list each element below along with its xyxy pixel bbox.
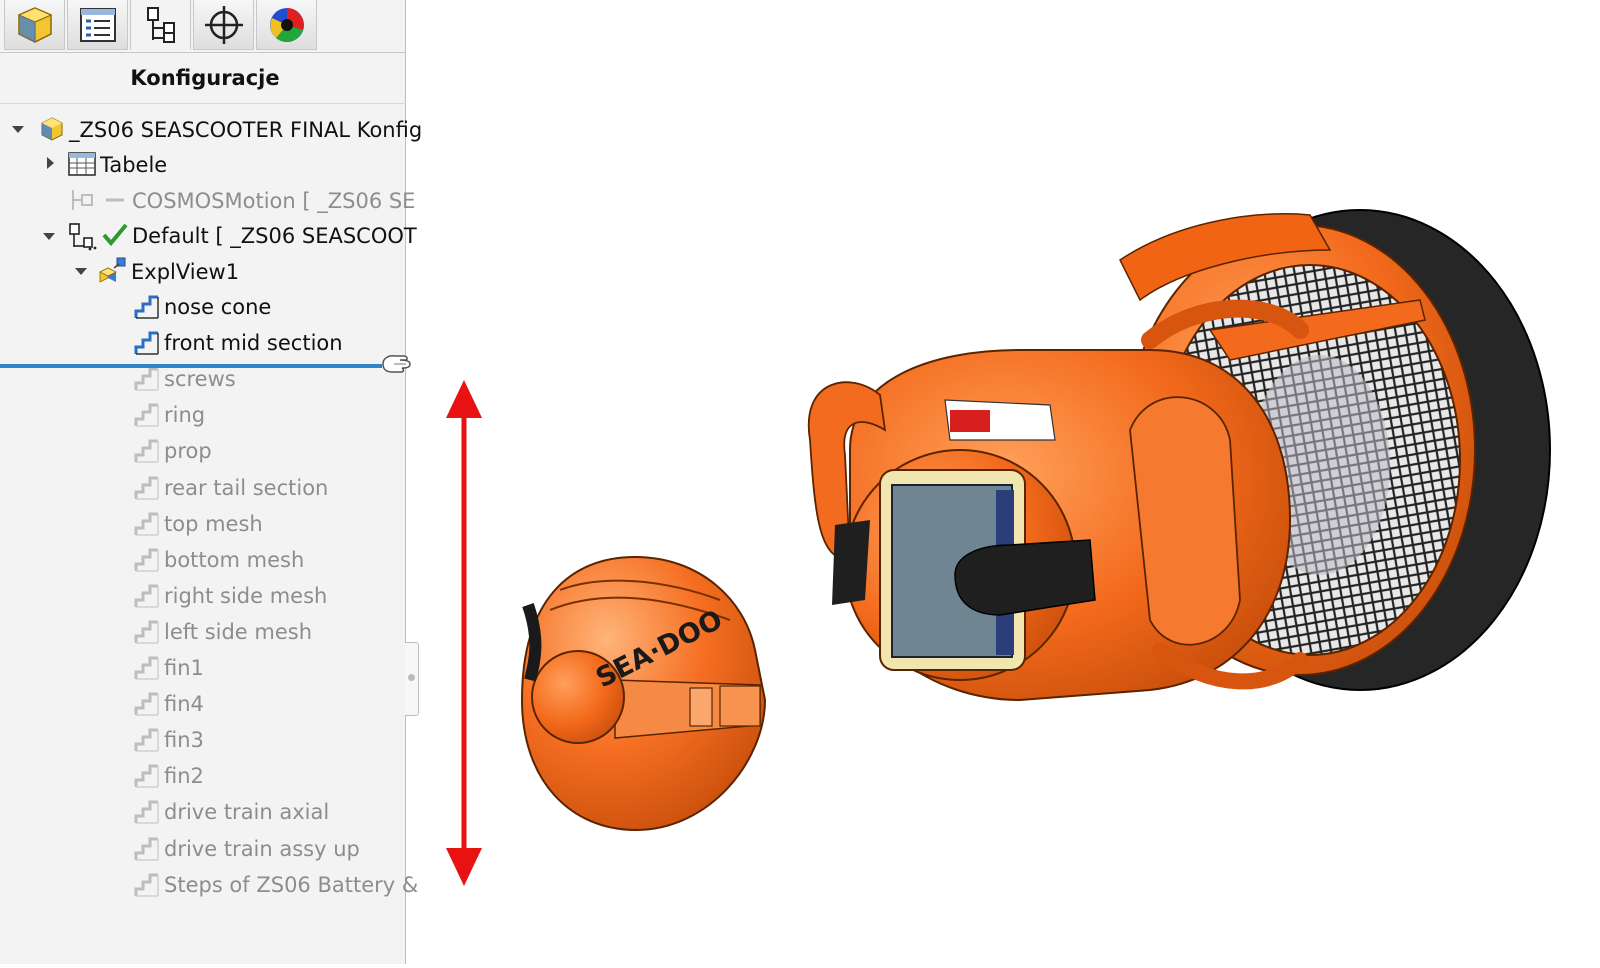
active-checkmark-icon (102, 223, 128, 247)
toolbar-divider (0, 52, 406, 53)
explode-step-item[interactable]: bottom mesh (164, 548, 305, 572)
explode-step-item[interactable]: rear tail section (164, 476, 329, 500)
motion-config-icon (72, 190, 124, 210)
nose-cone-part[interactable]: SEA·DOO (520, 555, 767, 832)
dimxpert-manager-tab[interactable] (193, 0, 254, 50)
explode-step-icon (134, 403, 159, 427)
explode-step-item[interactable]: fin1 (164, 656, 204, 680)
explode-step-icon (134, 837, 159, 861)
display-manager-tab[interactable] (256, 0, 317, 50)
front-mid-section-part[interactable] (807, 299, 1309, 702)
title-divider (0, 103, 406, 104)
feature-manager-tab[interactable] (4, 0, 65, 50)
crosshair-icon (204, 5, 243, 44)
tree-item-default-config[interactable]: Default [ _ZS06 SEASCOOT (132, 224, 417, 248)
explode-step-icon (134, 295, 159, 319)
explode-step-item[interactable]: left side mesh (164, 620, 313, 644)
tree-item-cosmosmotion[interactable]: COSMOSMotion [ _ZS06 SE (132, 189, 416, 213)
explode-step-item[interactable]: fin4 (164, 692, 204, 716)
collapse-arrow-default[interactable] (43, 233, 55, 240)
explode-step-item[interactable]: top mesh (164, 512, 263, 536)
property-list-icon (79, 7, 116, 42)
panel-title: Konfiguracje (130, 66, 280, 90)
explode-step-item[interactable]: fin3 (164, 728, 204, 752)
expand-arrow-tables[interactable] (47, 157, 54, 169)
splitter-grip-icon (408, 674, 415, 681)
table-icon (68, 152, 96, 176)
configuration-manager-panel: Konfiguracje _ZS06 SEASCOOTER FINAL Konf… (0, 0, 422, 964)
explode-step-icon (134, 692, 159, 716)
explode-step-icon (134, 873, 159, 897)
rollback-bar[interactable] (0, 364, 382, 368)
explode-step-item[interactable]: drive train assy up (164, 837, 360, 861)
model-view: SEA·DOO (446, 209, 1551, 886)
configuration-icon (69, 223, 97, 251)
rollback-hand-cursor-icon[interactable] (380, 351, 412, 377)
explode-step-item[interactable]: prop (164, 439, 212, 463)
configuration-tree-icon (146, 6, 175, 43)
explode-step-item[interactable]: drive train axial (164, 800, 330, 824)
collapse-arrow-explview[interactable] (75, 268, 87, 275)
explode-step-icon (134, 656, 159, 680)
tree-item-tables[interactable]: Tabele (100, 153, 168, 177)
explode-step-icon (134, 331, 159, 355)
panel-splitter-tab[interactable] (405, 642, 419, 716)
explode-step-item[interactable]: nose cone (164, 295, 272, 319)
configuration-manager-tab[interactable] (130, 0, 191, 50)
tree-root-item[interactable]: _ZS06 SEASCOOTER FINAL Konfig (69, 118, 423, 142)
explode-step-item[interactable]: right side mesh (164, 584, 328, 608)
explode-step-item[interactable]: front mid section (164, 331, 343, 355)
explode-step-icon (134, 439, 159, 463)
manager-toolbar (4, 0, 319, 52)
exploded-view-icon (99, 257, 126, 283)
collapse-arrow-root[interactable] (12, 126, 24, 133)
tree-item-explview1[interactable]: ExplView1 (131, 260, 240, 284)
color-sphere-icon (269, 7, 304, 42)
assembly-icon (41, 117, 63, 141)
explode-step-icon (134, 584, 159, 608)
part-cube-icon (17, 6, 52, 43)
graphics-viewport[interactable]: SEA·DOO (407, 0, 1600, 964)
explode-step-icon (134, 548, 159, 572)
explode-step-item[interactable]: screws (164, 367, 236, 391)
explode-step-icon (134, 512, 159, 536)
explode-step-item[interactable]: Steps of ZS06 Battery & (164, 873, 419, 897)
dimension-arrow (446, 380, 482, 886)
explode-step-icon (134, 728, 159, 752)
explode-step-item[interactable]: ring (164, 403, 206, 427)
explode-step-icon (134, 800, 159, 824)
explode-step-icon (134, 764, 159, 788)
explode-step-icon (134, 476, 159, 500)
explode-step-icon (134, 367, 159, 391)
explode-step-item[interactable]: fin2 (164, 764, 204, 788)
property-manager-tab[interactable] (67, 0, 128, 50)
explode-step-icon (134, 620, 159, 644)
